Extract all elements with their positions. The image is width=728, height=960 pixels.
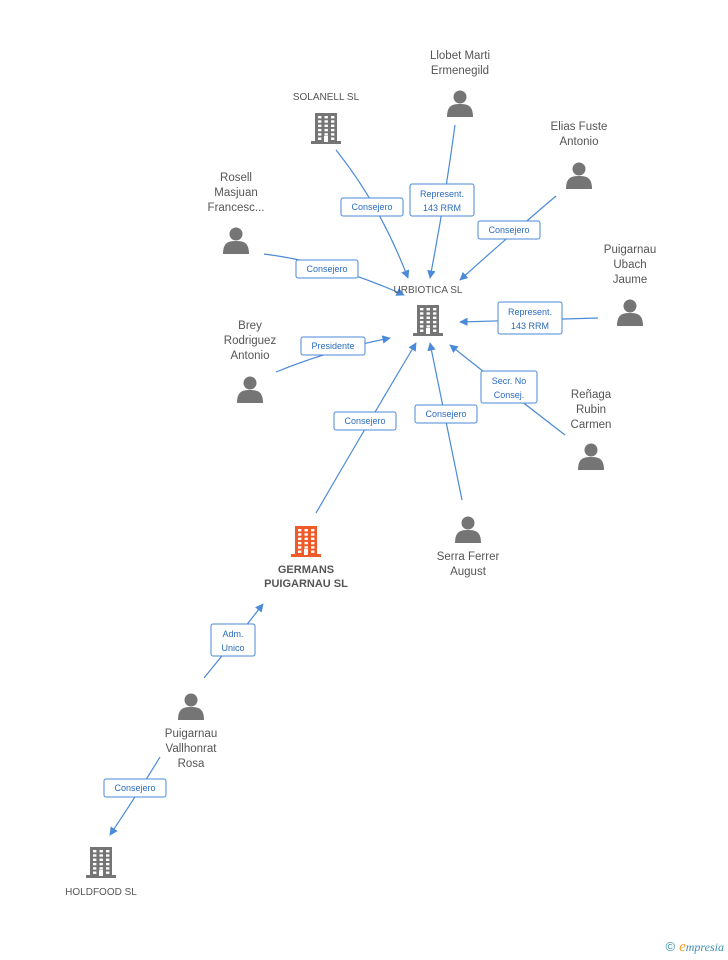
node-label: Rosa: [178, 758, 205, 770]
relation-label-box: [414, 404, 478, 424]
person-icon: [455, 516, 481, 543]
relation-label[interactable]: Secr. No Consej.: [480, 370, 538, 404]
relation-label-box: [477, 220, 541, 240]
relation-label[interactable]: Adm. Unico: [210, 623, 256, 657]
relation-label-box: [497, 301, 563, 335]
person-icon: [237, 376, 263, 403]
node-label: GERMANS: [278, 564, 334, 576]
relation-label-text: Represent.: [508, 307, 552, 317]
building-icon: [311, 113, 341, 144]
relation-label-text: 143 RRM: [423, 203, 461, 213]
node-label: August: [450, 566, 487, 578]
node-solanell[interactable]: SOLANELL SL: [293, 92, 360, 144]
relation-label-text: Consej.: [494, 390, 525, 400]
relation-label-text: Consejero: [425, 409, 466, 419]
relation-label-box: [340, 197, 404, 217]
node-label: Elias Fuste: [551, 121, 608, 133]
node-label: Ermenegild: [431, 65, 489, 77]
relation-label[interactable]: Consejero: [414, 404, 478, 424]
node-label: Vallhonrat: [166, 743, 218, 755]
node-label: Puigarnau: [604, 244, 656, 256]
relation-label-box: [103, 778, 167, 798]
node-label: Llobet Marti: [430, 50, 490, 62]
node-label: Brey: [238, 320, 262, 332]
node-holdfood[interactable]: HOLDFOOD SL: [65, 847, 137, 898]
relation-label-box: [295, 259, 359, 279]
relation-label[interactable]: Consejero: [333, 411, 397, 431]
copyright-icon: ©: [665, 939, 676, 954]
relation-label-text: 143 RRM: [511, 321, 549, 331]
relation-label-text: Secr. No: [492, 376, 527, 386]
relation-label-text: Consejero: [351, 202, 392, 212]
relation-label-text: Consejero: [488, 225, 529, 235]
relation-label[interactable]: Presidente: [300, 336, 366, 356]
relation-label-box: [210, 623, 256, 657]
node-label: Carmen: [571, 419, 612, 431]
node-rosell[interactable]: RosellMasjuanFrancesc...: [208, 172, 265, 254]
node-label: PUIGARNAU SL: [264, 578, 348, 590]
node-label: Masjuan: [214, 187, 257, 199]
node-label: HOLDFOOD SL: [65, 887, 137, 898]
relation-label[interactable]: Consejero: [103, 778, 167, 798]
relation-label-text: Presidente: [311, 341, 354, 351]
node-urbiotica[interactable]: URBIOTICA SL: [394, 285, 463, 336]
node-label: URBIOTICA SL: [394, 285, 463, 296]
person-icon: [566, 162, 592, 189]
relation-label-text: Represent.: [420, 189, 464, 199]
brand-name: mpresia: [685, 940, 724, 954]
relation-label-text: Consejero: [344, 416, 385, 426]
person-icon: [447, 90, 473, 117]
building-icon: [413, 305, 443, 336]
person-icon: [578, 443, 604, 470]
node-label: Serra Ferrer: [437, 551, 500, 563]
relation-label[interactable]: Consejero: [340, 197, 404, 217]
empresia-logo[interactable]: ©empresia: [666, 939, 725, 956]
node-label: Reñaga: [571, 389, 612, 401]
relation-label-text: Unico: [221, 643, 244, 653]
relation-label-text: Consejero: [306, 264, 347, 274]
person-icon: [223, 227, 249, 254]
relation-label[interactable]: Consejero: [295, 259, 359, 279]
relation-label-box: [480, 370, 538, 404]
relation-label-text: Consejero: [114, 783, 155, 793]
relation-label-box: [300, 336, 366, 356]
building-icon: [86, 847, 116, 878]
node-germans[interactable]: GERMANS PUIGARNAU SL: [264, 526, 348, 590]
relation-label[interactable]: Consejero: [477, 220, 541, 240]
node-label: Francesc...: [208, 202, 265, 214]
node-label: Jaume: [613, 274, 648, 286]
relation-label[interactable]: Represent. 143 RRM: [409, 183, 475, 217]
node-label: SOLANELL SL: [293, 92, 360, 103]
node-label: Rodriguez: [224, 335, 277, 347]
node-label: Antonio: [230, 350, 269, 362]
node-label: Puigarnau: [165, 728, 217, 740]
node-label: Rubin: [576, 404, 606, 416]
relation-label-box: [333, 411, 397, 431]
node-label: Ubach: [613, 259, 646, 271]
relation-label-box: [409, 183, 475, 217]
node-label: Rosell: [220, 172, 252, 184]
relation-label-text: Adm.: [222, 629, 243, 639]
relation-edge: [427, 342, 463, 501]
relation-label[interactable]: Represent. 143 RRM: [497, 301, 563, 335]
person-icon: [617, 299, 643, 326]
building-icon: [291, 526, 321, 557]
person-icon: [178, 693, 204, 720]
brand-initial: e: [679, 939, 686, 955]
node-label: Antonio: [559, 136, 598, 148]
